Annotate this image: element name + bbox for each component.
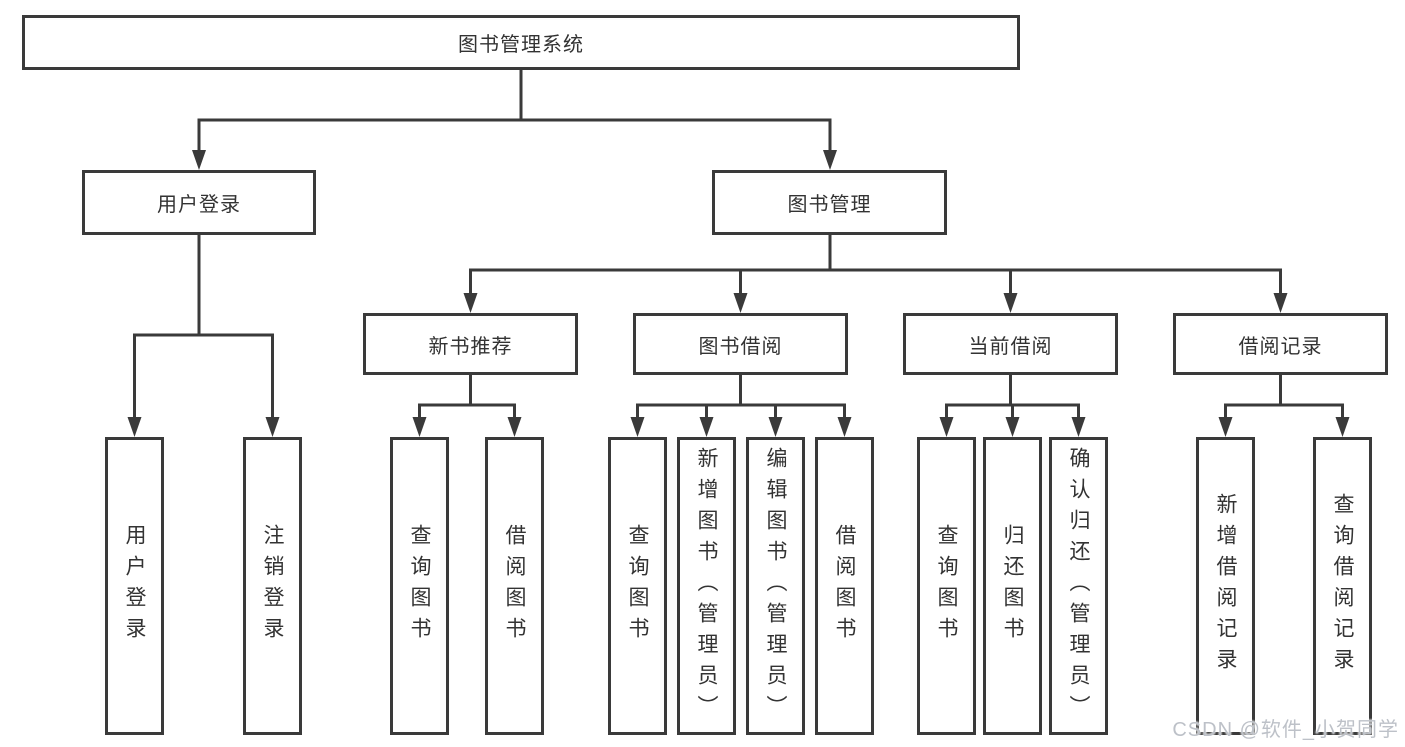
arrow-down-icon [412,417,427,437]
leaf-label: 借阅图书 [833,524,856,648]
arrow-down-icon [1005,417,1020,437]
leaf-label: 确认归还（管理员） [1067,446,1090,726]
arrow-down-icon [699,417,714,437]
arrow-down-icon [1071,417,1086,437]
leaf-query-books-recommend: 查询图书 [390,437,449,735]
leaf-label: 用户登录 [123,524,146,648]
node-user-login: 用户登录 [82,170,316,235]
arrow-down-icon [127,417,142,437]
leaf-add-books-admin: 新增图书（管理员） [677,437,736,735]
connector-root-to-level2 [192,68,837,170]
leaf-query-books-borrowing: 查询图书 [608,437,667,735]
connector-user-login-children [127,233,280,437]
leaf-edit-books-admin: 编辑图书（管理员） [746,437,805,735]
connector-current-borrowing-children [939,373,1086,437]
arrow-down-icon [192,150,206,170]
connector-book-management-children [463,233,1288,313]
leaf-label: 编辑图书（管理员） [764,446,787,726]
leaf-label: 新增图书（管理员） [695,446,718,726]
leaf-label: 注销登录 [261,524,284,648]
arrow-down-icon [630,417,645,437]
leaf-label: 归还图书 [1001,524,1024,648]
leaf-add-borrow-record: 新增借阅记录 [1196,437,1255,735]
leaf-confirm-return-admin: 确认归还（管理员） [1049,437,1108,735]
arrow-down-icon [939,417,954,437]
leaf-label: 新增借阅记录 [1214,493,1237,679]
node-current-borrowing: 当前借阅 [903,313,1118,375]
arrow-down-icon [463,293,478,313]
leaf-label: 查询图书 [408,524,431,648]
leaf-borrow-books-borrowing: 借阅图书 [815,437,874,735]
arrow-down-icon [1003,293,1018,313]
leaf-label: 查询借阅记录 [1331,493,1354,679]
arrow-down-icon [837,417,852,437]
arrow-down-icon [733,293,748,313]
connector-book-borrowing-children [630,373,852,437]
leaf-label: 查询图书 [935,524,958,648]
leaf-label: 借阅图书 [503,524,526,648]
arrow-down-icon [1218,417,1233,437]
arrow-down-icon [265,417,280,437]
arrow-down-icon [507,417,522,437]
node-library-system: 图书管理系统 [22,15,1020,70]
node-borrowing-records: 借阅记录 [1173,313,1388,375]
leaf-query-borrow-record: 查询借阅记录 [1313,437,1372,735]
node-book-borrowing: 图书借阅 [633,313,848,375]
arrow-down-icon [1273,293,1288,313]
leaf-label: 查询图书 [626,524,649,648]
leaf-user-login: 用户登录 [105,437,164,735]
connector-new-book-recommendation-children [412,373,522,437]
node-new-book-recommendation: 新书推荐 [363,313,578,375]
leaf-query-books-current: 查询图书 [917,437,976,735]
leaf-return-books: 归还图书 [983,437,1042,735]
connector-borrowing-records-children [1218,373,1350,437]
node-book-management: 图书管理 [712,170,947,235]
leaf-logout-login: 注销登录 [243,437,302,735]
csdn-watermark: CSDN @软件_小贺同学 [1172,719,1399,741]
arrow-down-icon [768,417,783,437]
arrow-down-icon [1335,417,1350,437]
leaf-borrow-books-recommend: 借阅图书 [485,437,544,735]
arrow-down-icon [823,150,837,170]
